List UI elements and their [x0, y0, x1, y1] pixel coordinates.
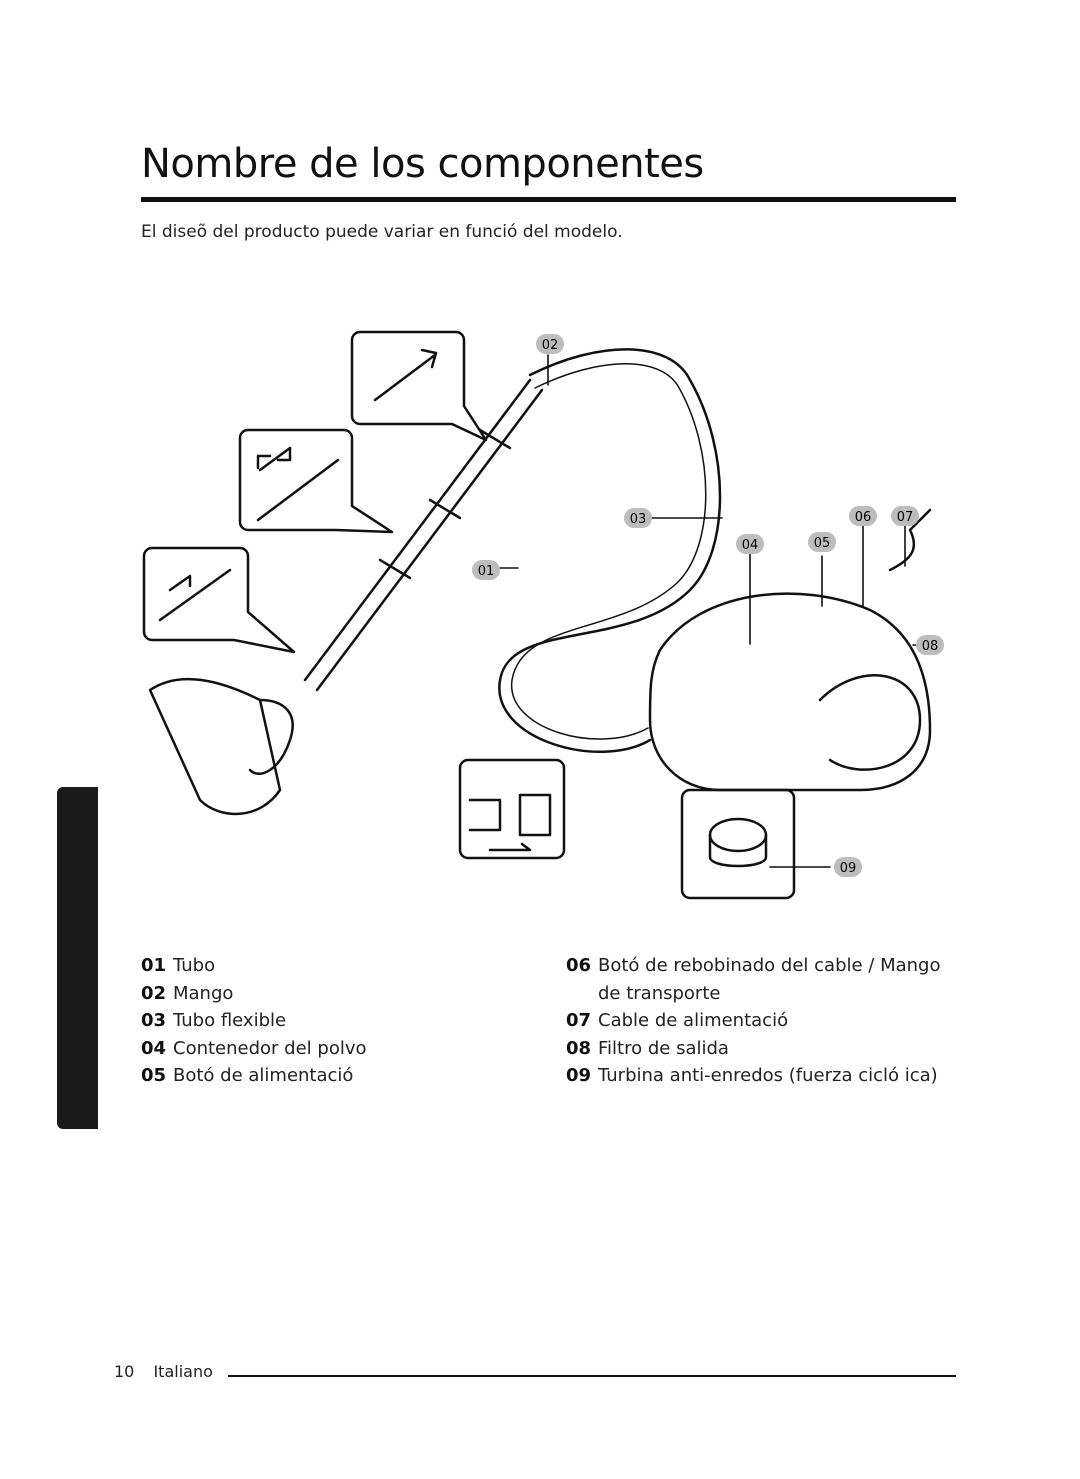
page-number: 10 — [114, 1362, 135, 1381]
page-title: Nombre de los componentes — [141, 141, 704, 187]
page-footer: 10 Italiano — [114, 1362, 213, 1381]
svg-text:06: 06 — [855, 510, 872, 525]
vacuum-diagram: 02 03 01 04 05 06 07 08 09 — [142, 330, 944, 900]
callout-01: 01 — [472, 560, 500, 580]
svg-text:09: 09 — [840, 861, 857, 876]
callout-07: 07 — [891, 506, 919, 526]
callout-02: 02 — [536, 334, 564, 354]
tube-shape — [303, 378, 544, 692]
svg-text:01: 01 — [478, 564, 495, 579]
svg-text:05: 05 — [814, 536, 831, 551]
hose-shape — [498, 348, 722, 753]
page-subtitle: El diseõ del producto puede variar en fu… — [141, 222, 623, 242]
callout-08: 08 — [916, 635, 944, 655]
vacuum-body-shape — [648, 592, 932, 792]
callout-06: 06 — [849, 506, 877, 526]
footer-language: Italiano — [153, 1362, 213, 1381]
inset-panel-handle-icon — [350, 330, 488, 442]
floor-nozzle-shape — [148, 677, 282, 816]
inset-panel-extend-icon — [238, 428, 394, 534]
callout-05: 05 — [808, 532, 836, 552]
footer-rule — [228, 1375, 956, 1377]
callout-03: 03 — [624, 508, 652, 528]
svg-text:04: 04 — [742, 538, 759, 553]
callout-04: 04 — [736, 534, 764, 554]
svg-text:08: 08 — [922, 639, 939, 654]
svg-text:03: 03 — [630, 512, 647, 527]
section-side-tab — [57, 787, 98, 1129]
svg-text:07: 07 — [897, 510, 914, 525]
svg-text:02: 02 — [542, 338, 559, 353]
inset-panel-lock-icon — [142, 546, 296, 654]
callout-09: 09 — [834, 857, 862, 877]
inset-panel-connector-icon — [458, 758, 566, 860]
title-rule — [141, 197, 956, 202]
inset-panel-filter-icon — [680, 788, 796, 900]
